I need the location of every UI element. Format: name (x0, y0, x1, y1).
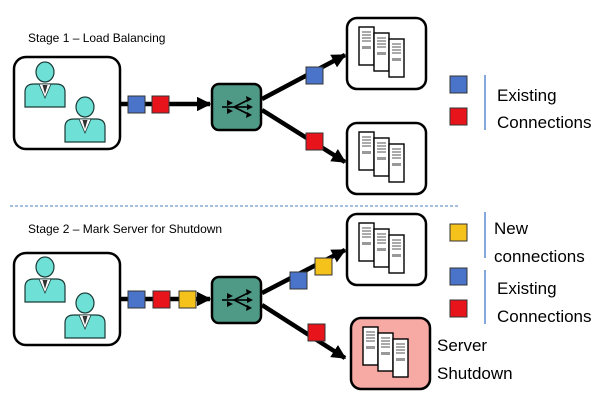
legend-existing: Existing Connections (449, 267, 592, 326)
legend-label: connections (494, 247, 585, 266)
server-icon (358, 222, 375, 262)
server-top (345, 16, 428, 91)
stage1-title: Stage 1 – Load Balancing (28, 31, 165, 45)
new-connection-square (178, 290, 197, 309)
server-icon (388, 38, 405, 78)
legend-label: Connections (497, 113, 592, 132)
users-box (12, 55, 122, 151)
server-icon (362, 326, 379, 366)
server-icon (392, 338, 409, 378)
server-bottom (345, 121, 428, 196)
blue-square-icon (449, 267, 468, 286)
yellow-square-icon (449, 223, 468, 242)
legend-label: Existing (497, 279, 557, 298)
blue-square-icon (449, 75, 468, 94)
server-icon (373, 32, 390, 72)
new-connection-square (314, 257, 333, 276)
legend-label: Existing (497, 86, 557, 105)
server-shutdown-label: Shutdown (437, 364, 513, 383)
load-balancer-router (210, 82, 263, 132)
existing-connection-square (305, 132, 324, 151)
legend-label: New (494, 219, 529, 238)
legend-existing: Existing Connections (449, 75, 592, 132)
existing-connection-square (127, 290, 146, 309)
existing-connection-square (127, 95, 146, 114)
existing-connection-square (305, 66, 324, 85)
stage2-title: Stage 2 – Mark Server for Shutdown (28, 222, 222, 236)
server-shutdown (349, 316, 432, 391)
connection-line (260, 303, 347, 360)
stage1: Stage 1 – Load Balancing (12, 16, 592, 196)
load-balancer-router (210, 275, 263, 325)
server-icon (358, 131, 375, 171)
server-top (345, 212, 428, 287)
connection-line (260, 108, 347, 164)
server-icon (373, 228, 390, 268)
legend-label: Connections (497, 307, 592, 326)
server-shutdown-label: Server (437, 336, 487, 355)
existing-connection-square (151, 95, 170, 114)
red-square-icon (449, 107, 468, 126)
existing-connection-square (289, 271, 308, 290)
server-icon (388, 143, 405, 183)
server-icon (377, 332, 394, 372)
existing-connection-square (307, 323, 326, 342)
stage2: Stage 2 – Mark Server for Shutdown (12, 212, 592, 391)
server-icon (358, 26, 375, 66)
users-box (12, 251, 122, 347)
server-icon (373, 137, 390, 177)
existing-connection-square (152, 290, 171, 309)
legend-new: New connections (449, 212, 585, 266)
red-square-icon (449, 299, 468, 318)
server-icon (388, 234, 405, 274)
connection-line (260, 53, 347, 101)
